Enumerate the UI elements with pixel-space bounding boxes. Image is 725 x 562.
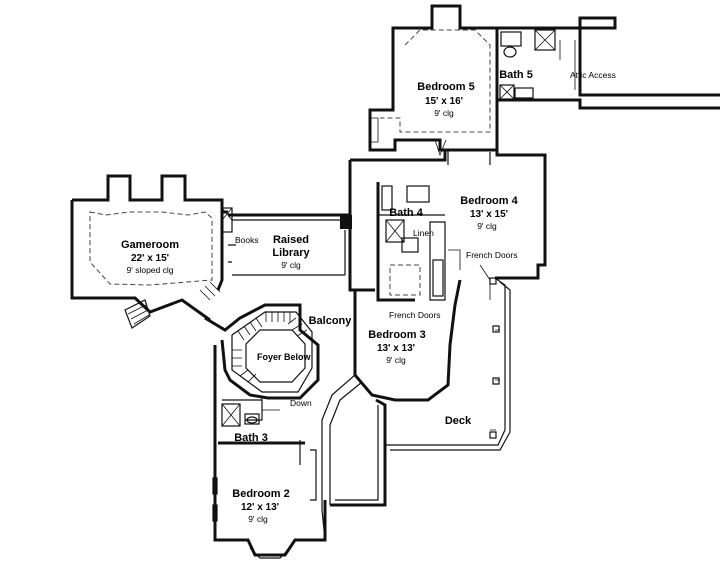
books-label: Books [235,235,259,245]
linen-label: Linen [413,228,434,238]
library-name-line-1: Raised [273,234,309,246]
bedroom-3-name: Bedroom 3 [368,329,425,341]
bedroom-3-dimensions: 13' x 13' [377,343,415,354]
bedroom-2-ceiling: 9' clg [248,514,268,524]
gameroom-dimensions: 22' x 15' [131,253,169,264]
bedroom-5-ceiling: 9' clg [434,108,454,118]
library-ceiling: 9' clg [281,260,301,270]
library-name-line-2: Library [272,247,310,259]
bath-3-name: Bath 3 [234,432,268,444]
french-doors-label-bedroom-4: French Doors [466,250,518,260]
bedroom-3-walls [321,279,462,541]
bath-4-name: Bath 4 [389,207,424,219]
bedroom-2-dimensions: 12' x 13' [241,502,279,513]
bedroom-4-ceiling: 9' clg [477,221,497,231]
bedroom-5-walls [368,4,499,157]
gameroom-ceiling: 9' sloped clg [127,265,174,275]
gameroom-name: Gameroom [121,239,179,251]
attic-access-label: Attic Access [570,70,616,80]
gameroom-walls [70,174,233,329]
bedroom-5-name: Bedroom 5 [417,81,474,93]
bedroom-2-name: Bedroom 2 [232,488,289,500]
deck-label: Deck [445,415,472,427]
bedroom-2-walls [249,440,317,559]
bath-5-walls [497,16,720,110]
deck-railing [385,277,511,451]
bath-3-walls [212,345,327,557]
bedroom-4-dimensions: 13' x 15' [470,209,508,220]
french-doors-label-bedroom-3: French Doors [389,310,441,320]
bedroom-3-ceiling: 9' clg [386,355,406,365]
bedroom-4-walls [348,148,547,302]
bedroom-5-dimensions: 15' x 16' [425,96,463,107]
bath-5-name: Bath 5 [499,69,533,81]
foyer-below-label: Foyer Below [257,352,312,362]
bedroom-4-name: Bedroom 4 [460,195,518,207]
library-walls [199,213,352,301]
stair-foyer [204,303,320,411]
down-label: Down [290,398,312,408]
balcony-label: Balcony [309,315,353,327]
